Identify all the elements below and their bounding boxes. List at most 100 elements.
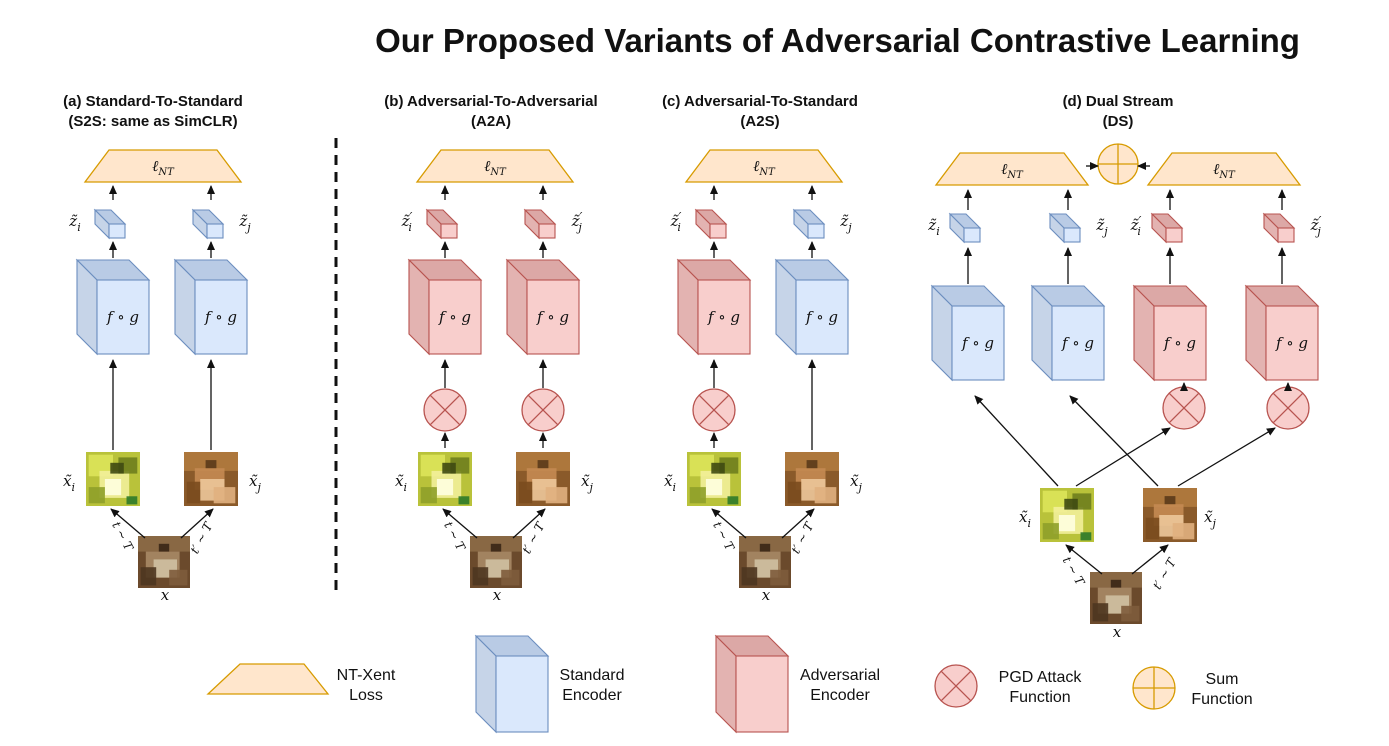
legend-sum-line1: Sum (1206, 671, 1239, 688)
box-front-face (1165, 227, 1183, 243)
panel-b-left-embedding (425, 208, 459, 240)
box-front-face (194, 279, 248, 355)
panel-b-original-image (470, 536, 522, 588)
panel-b-left-encoder: f ∘ g (407, 258, 483, 356)
box-front-face (1063, 227, 1081, 243)
legend-loss-shape (206, 663, 330, 695)
loss-label: ℓNT (753, 157, 776, 178)
panel-d-embedding-1 (1048, 212, 1082, 244)
legend-adversarial-line2: Encoder (810, 687, 870, 704)
legend-loss-line1: NT-Xent (337, 667, 396, 684)
image-pixel-block (104, 479, 122, 496)
panel-d-arrow-xi-pgd (1075, 427, 1171, 487)
image-pixel-block (140, 567, 157, 586)
image-pixel-block (169, 569, 188, 586)
panel-c-x-i-label: x̃i (664, 472, 676, 494)
panel-d-augmented-image-j (1143, 488, 1197, 542)
panel-d-z-label-0: z̃i (927, 216, 939, 238)
panel-c-right-encoder: f ∘ g (774, 258, 850, 356)
panel-d-augmented-image-i (1040, 488, 1094, 542)
legend: NT-XentLossStandardEncoderAdversarialEnc… (206, 634, 1253, 734)
panel-c-right-embedding (792, 208, 826, 240)
pgd-cross-line (698, 394, 730, 426)
panel-d-x-j-label: x̃j (1204, 508, 1216, 530)
image-pixel-block (205, 460, 217, 469)
legend-loss-line2: Loss (349, 687, 383, 704)
box-front-face (495, 655, 549, 733)
image-pixel-block (490, 543, 502, 552)
image-pixel-block (787, 481, 802, 504)
box-front-face (1153, 305, 1207, 381)
image-pixel-block (1121, 605, 1140, 622)
panel-c-t-left-label: t ∼ T (710, 519, 737, 553)
image-pixel-block (436, 479, 454, 496)
panel-a-loss: ℓNT (83, 149, 243, 183)
panel-d-t-right-label: t′ ∼ T (1150, 555, 1179, 592)
image-pixel-block (545, 487, 568, 504)
nt-xent-loss-shape (934, 152, 1090, 186)
image-pixel-block (814, 487, 837, 504)
panel-c-x-j-label: x̃j (850, 472, 862, 494)
encoder-label: f ∘ g (106, 308, 139, 326)
panel-b-arrow-x-to-xj (512, 508, 546, 539)
panel-a-x-label: x (161, 586, 170, 604)
panel-d-arrow-xj-std (1069, 395, 1159, 487)
box-front-face (735, 655, 789, 733)
nt-xent-loss-shape (415, 149, 575, 183)
image-pixel-block (88, 487, 105, 504)
panel-b-right-embedding (523, 208, 557, 240)
panel-a-augmented-image-i (86, 452, 140, 506)
legend-adversarial-line1: Adversarial (800, 667, 880, 684)
panel-d-encoder-2: f ∘ g (1132, 284, 1208, 382)
panel-b-subheading: (A2A) (471, 113, 511, 130)
image-pixel-block (472, 567, 489, 586)
image-pixel-block (806, 460, 818, 469)
panel-a-heading: (a) Standard-To-Standard (63, 93, 243, 110)
box-front-face (951, 305, 1005, 381)
panel-c-heading: (c) Adversarial-To-Standard (662, 93, 858, 110)
encoder-label: f ∘ g (805, 308, 838, 326)
box-front-face (1277, 227, 1295, 243)
panel-b-t-right-label: t′ ∼ T (519, 519, 547, 556)
pgd-cross-line (1272, 392, 1304, 424)
encoder-label: f ∘ g (438, 308, 471, 326)
panel-d-sum-node (1097, 143, 1139, 185)
panel-d-x-label: x (1113, 623, 1122, 641)
nt-xent-loss-shape (83, 149, 243, 183)
panel-a-t-left-label: t ∼ T (109, 519, 136, 553)
image-pixel-block (1145, 517, 1160, 540)
pgd-cross-line (429, 394, 461, 426)
panel-c-left-embedding (694, 208, 728, 240)
panel-d-right-loss: ℓNT (1146, 152, 1302, 186)
pgd-cross-line (940, 670, 972, 702)
figure-title: Our Proposed Variants of Adversarial Con… (0, 22, 1389, 60)
legend-standard-encoder-box (474, 634, 550, 734)
panel-c-arrow-x-to-xj (781, 508, 815, 539)
box-front-face (538, 223, 556, 239)
box-front-face (709, 223, 727, 239)
panel-d-left-pgd (1162, 386, 1206, 430)
panel-c-subheading: (A2S) (740, 113, 779, 130)
nt-xent-loss-shape (684, 149, 844, 183)
image-pixel-block (110, 462, 124, 474)
box-front-face (795, 279, 849, 355)
legend-pgd-line1: PGD Attack (999, 669, 1083, 686)
panel-b-right-encoder: f ∘ g (505, 258, 581, 356)
image-pixel-block (537, 460, 549, 469)
panel-b-z-i-label: z̃′i (401, 210, 413, 234)
pgd-cross-line (1168, 392, 1200, 424)
image-pixel-block (1064, 498, 1078, 510)
box-front-face (1265, 305, 1319, 381)
box-front-face (697, 279, 751, 355)
panel-a-x-j-label: x̃j (249, 472, 261, 494)
image-pixel-block (186, 481, 201, 504)
panel-a-x-i-label: x̃i (63, 472, 75, 494)
panel-b-t-left-label: t ∼ T (441, 519, 468, 553)
panel-a-original-image (138, 536, 190, 588)
panel-b-augmented-image-j (516, 452, 570, 506)
panel-b-x-i-label: x̃i (395, 472, 407, 494)
figure-title-text: Our Proposed Variants of Adversarial Con… (375, 22, 1300, 59)
panel-c-left-pgd (692, 388, 736, 432)
panel-d-left-loss: ℓNT (934, 152, 1090, 186)
panel-c-left-encoder: f ∘ g (676, 258, 752, 356)
